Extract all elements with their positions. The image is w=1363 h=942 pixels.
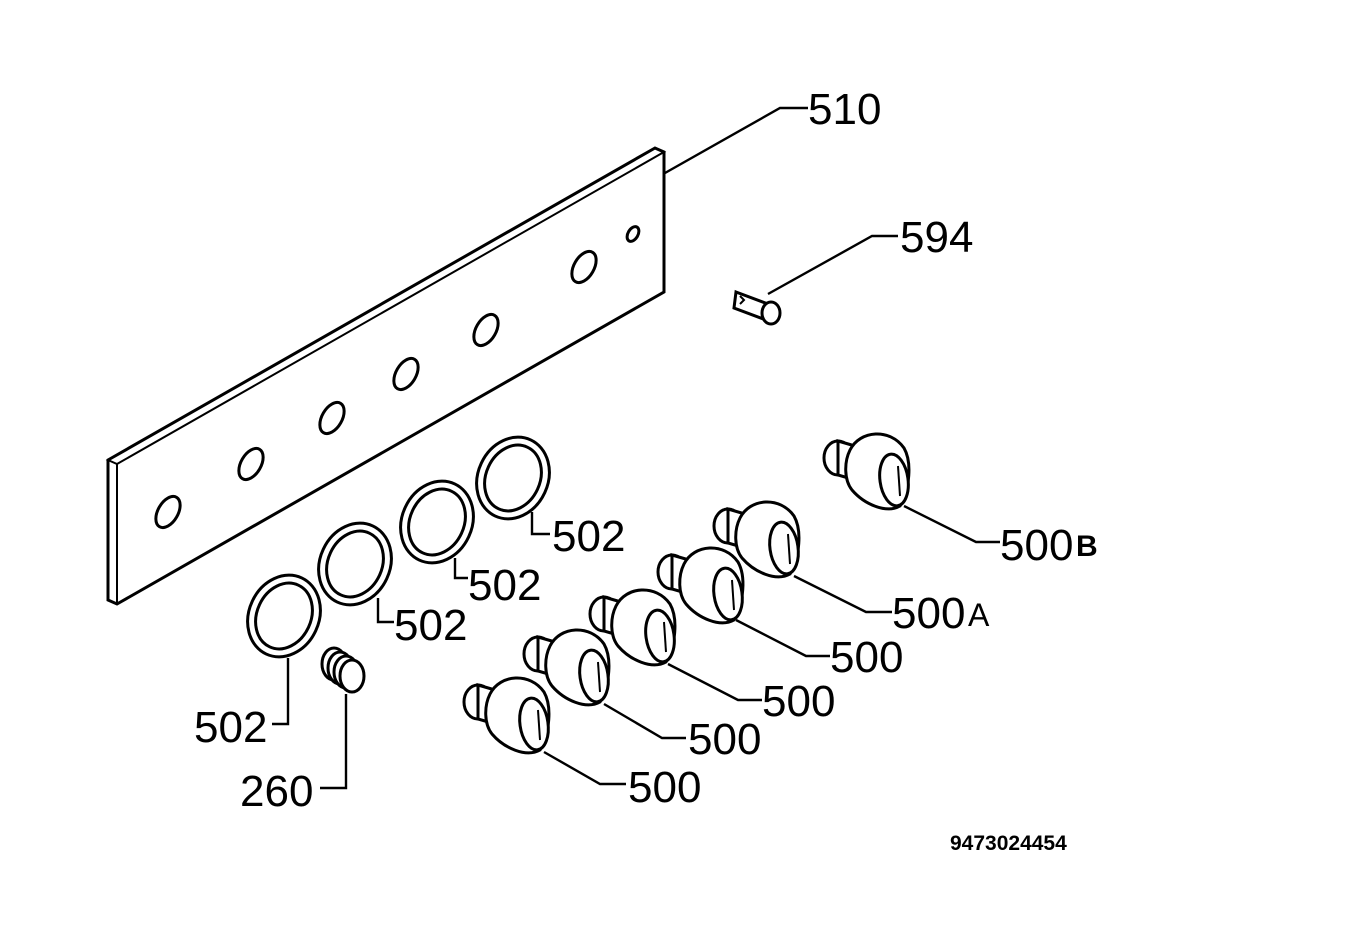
part-label-260: 260 [240, 767, 313, 816]
leader-line-502 [376, 598, 394, 624]
panel-hole [472, 312, 500, 348]
document-number: 9473024454 [950, 832, 1067, 855]
part-label-502: 502 [552, 512, 625, 561]
bezel-ring-502 [399, 479, 475, 565]
leader-line-502 [530, 512, 550, 536]
panel-hole [318, 400, 346, 436]
part-label-502: 502 [468, 561, 541, 610]
leader-line-500 [667, 662, 762, 702]
panel-hole [154, 494, 182, 530]
control-knob-500 [462, 676, 553, 755]
part-label-500b: 500 [1000, 521, 1073, 570]
leader-line-594 [767, 234, 898, 296]
leader-line-510 [664, 106, 808, 175]
panel-hole [570, 249, 598, 285]
leader-line-500 [543, 750, 626, 786]
bezel-ring-502 [317, 521, 393, 607]
bezel-ring-502 [475, 435, 551, 521]
leader-line-502 [453, 558, 468, 580]
panel-hole-small [625, 225, 641, 243]
part-label-500a-suffix: A [968, 597, 990, 633]
control-panel-510 [105, 146, 667, 606]
leader-line-500 [603, 702, 686, 740]
panel-hole [237, 446, 265, 482]
part-label-510: 510 [808, 85, 881, 134]
part-label-500a: 500 [892, 589, 965, 638]
leader-line-502 [272, 658, 290, 726]
part-label-500: 500 [688, 715, 761, 764]
control-knob-500b [822, 432, 913, 511]
bezel-ring-502 [246, 573, 322, 659]
part-label-500: 500 [830, 633, 903, 682]
leader-line-500 [735, 618, 830, 658]
part-label-500: 500 [628, 763, 701, 812]
part-label-594: 594 [900, 213, 973, 262]
part-label-500: 500 [762, 677, 835, 726]
part-label-502: 502 [394, 601, 467, 650]
leader-line-500a [793, 574, 892, 614]
indicator-lamp-594 [732, 289, 782, 326]
leader-line-500b [903, 504, 1000, 544]
part-label-502: 502 [194, 703, 267, 752]
leader-line-260 [320, 694, 348, 790]
spring-260 [320, 646, 366, 694]
panel-hole [392, 356, 420, 392]
part-label-500b-suffix: B [1076, 530, 1098, 563]
